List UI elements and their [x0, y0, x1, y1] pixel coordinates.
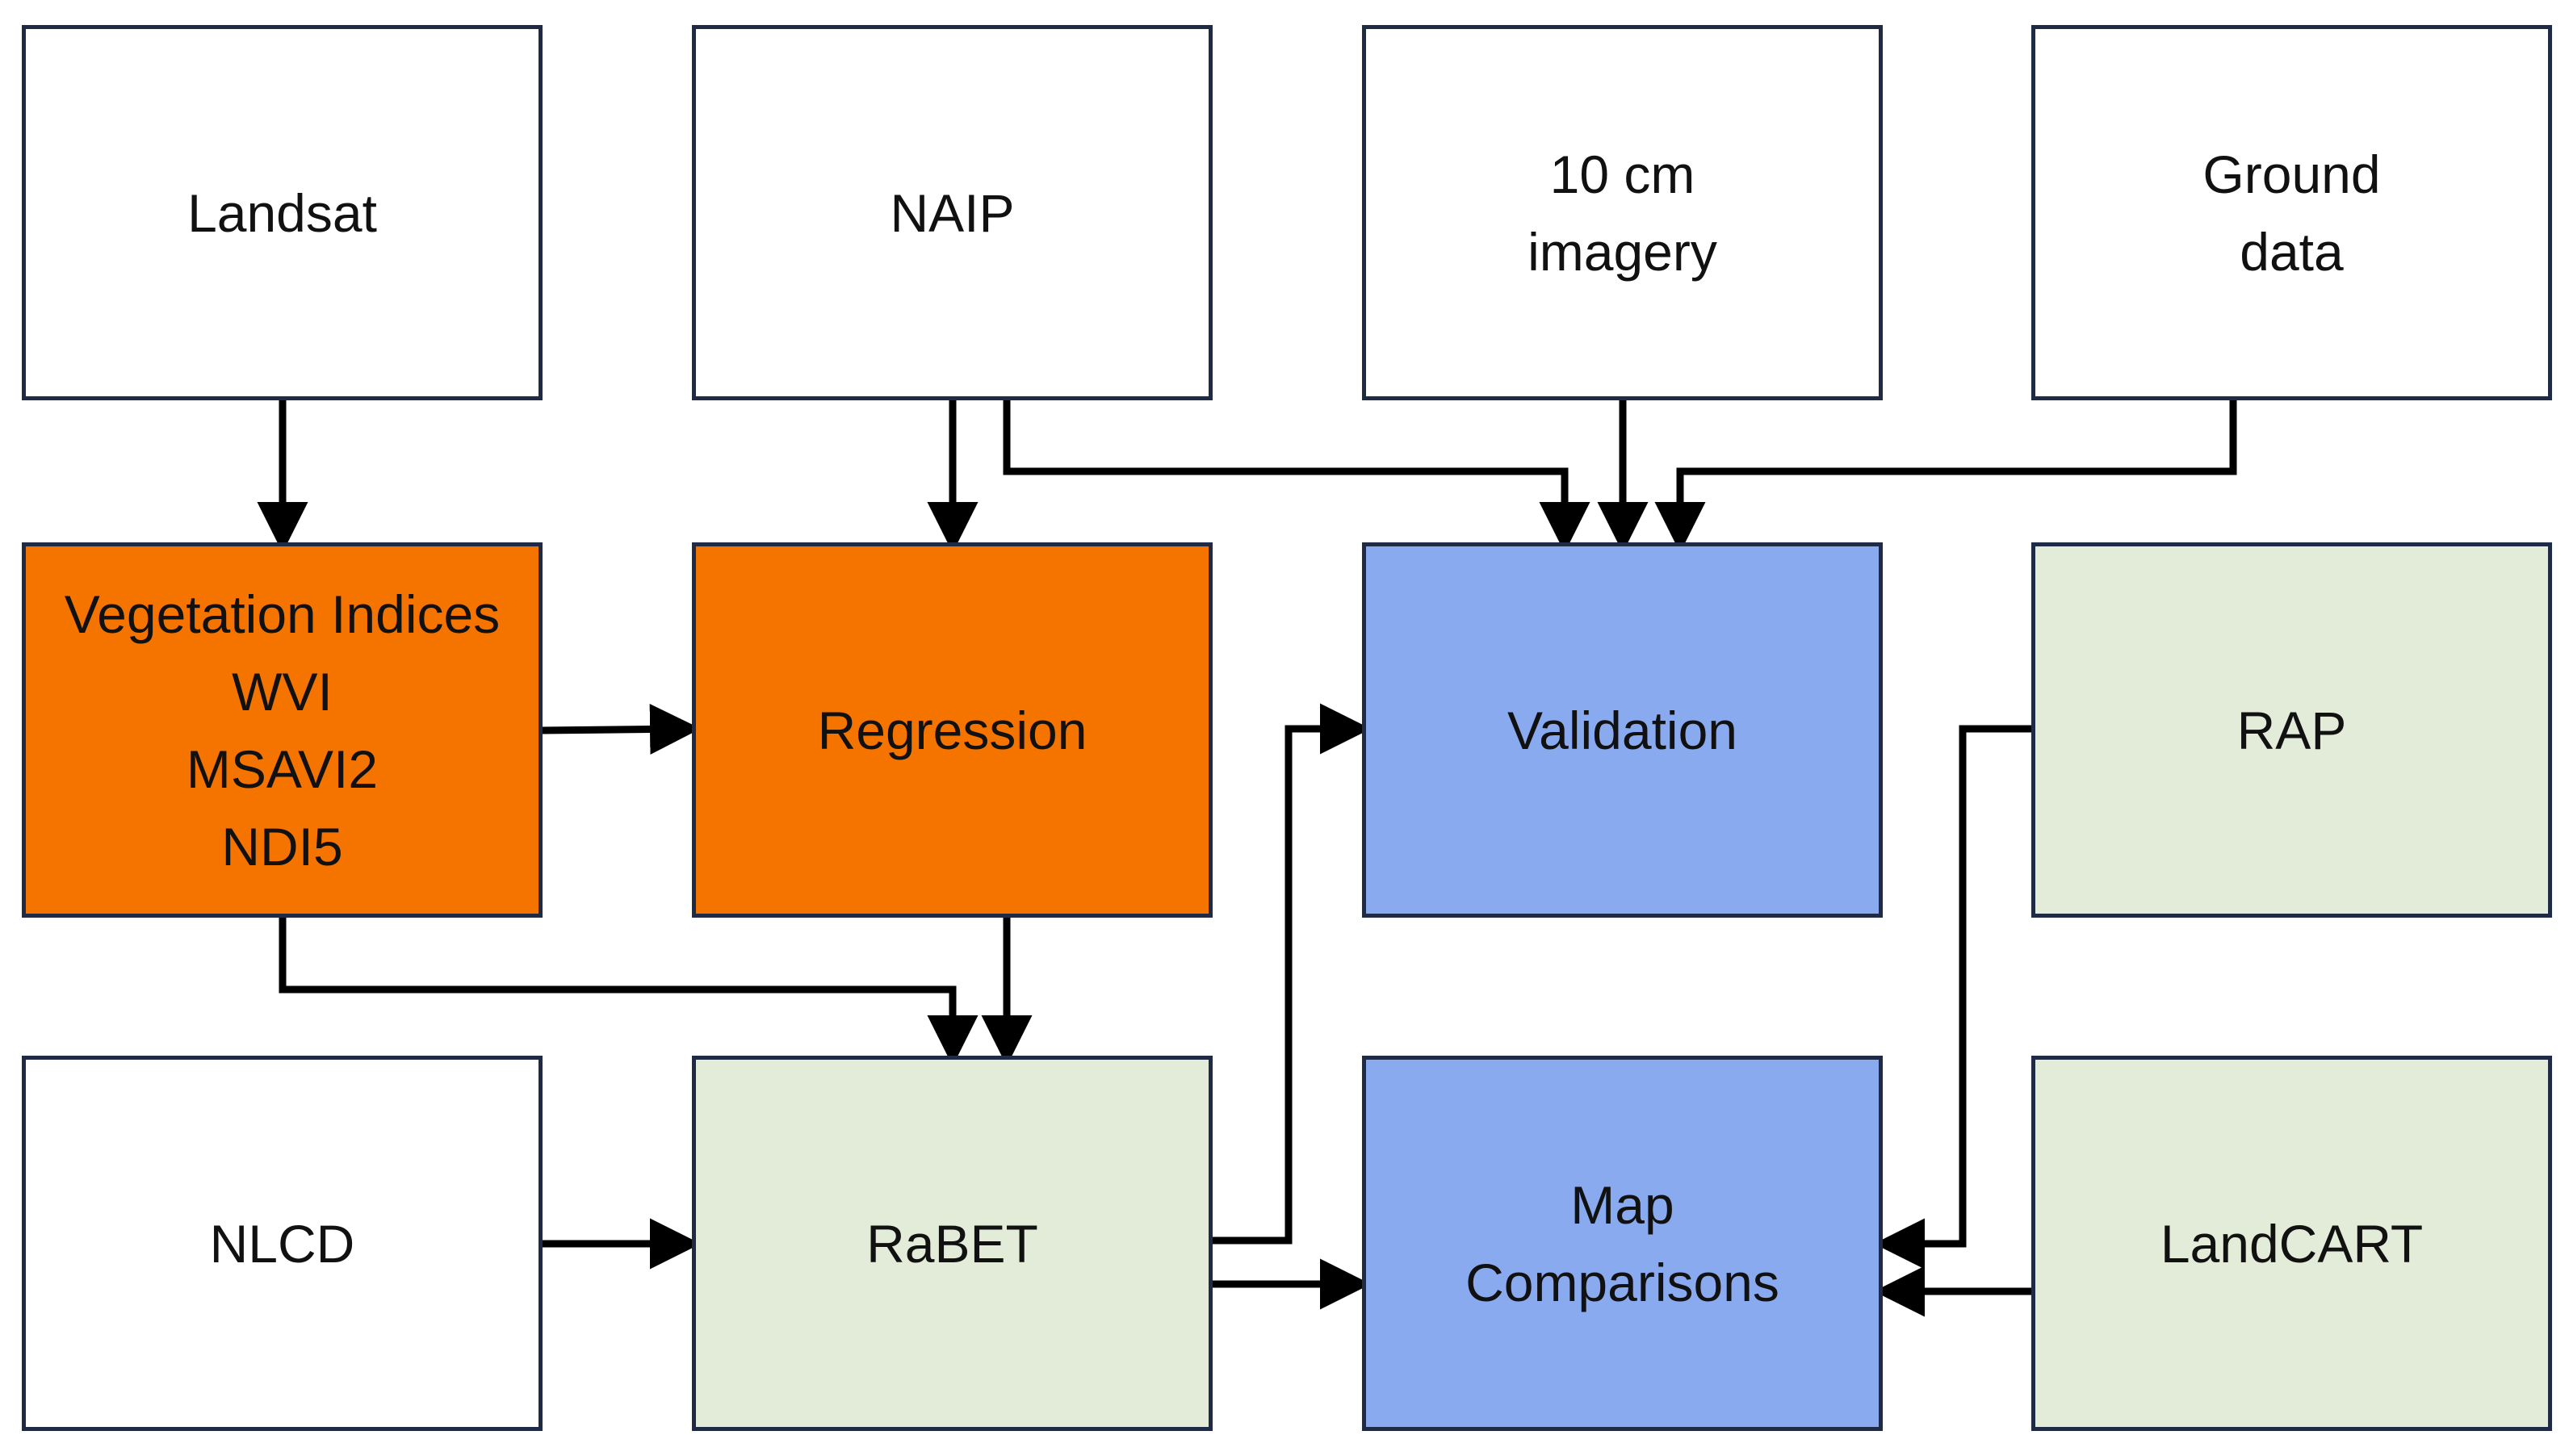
- arrow-rabet-to-validation: [1213, 703, 1371, 1245]
- node-ground-data: Ground data: [2031, 25, 2552, 400]
- node-rabet: RaBET: [692, 1056, 1213, 1431]
- node-label-line: NLCD: [209, 1213, 355, 1274]
- node-label-line: Comparisons: [1465, 1252, 1779, 1312]
- node-label-line: LandCART: [2160, 1213, 2424, 1274]
- node-label-line: Ground: [2202, 144, 2381, 204]
- node-label-line: Vegetation Indices: [64, 584, 501, 644]
- node-10cm-imagery: 10 cm imagery: [1362, 25, 1883, 400]
- node-landcart: LandCART: [2031, 1056, 2552, 1431]
- arrow-vi-to-regression: [542, 704, 701, 755]
- node-label-line: Map: [1570, 1174, 1674, 1235]
- node-label-line: NAIP: [890, 182, 1015, 243]
- node-regression: Regression: [692, 542, 1213, 918]
- node-nlcd: NLCD: [22, 1056, 543, 1431]
- node-label-line: 10 cm: [1549, 144, 1695, 204]
- node-naip: NAIP: [692, 25, 1213, 400]
- node-label-line: MSAVI2: [186, 738, 379, 799]
- node-label-line: RAP: [2236, 700, 2347, 760]
- node-rap: RAP: [2031, 542, 2552, 918]
- arrow-vi-to-rabet: [279, 918, 979, 1066]
- node-label-line: Validation: [1507, 700, 1737, 760]
- node-validation: Validation: [1362, 542, 1883, 918]
- arrow-ground-to-validation: [1654, 400, 2237, 553]
- node-label-line: WVI: [232, 661, 333, 722]
- node-label-line: NDI5: [221, 816, 343, 877]
- node-label-line: data: [2240, 221, 2344, 282]
- node-label-line: Landsat: [187, 182, 377, 243]
- arrow-rap-to-mapcomp: [1874, 725, 2031, 1270]
- arrow-naip-to-validation: [1003, 400, 1590, 553]
- node-label-line: RaBET: [866, 1213, 1038, 1274]
- node-label-line: Regression: [817, 700, 1088, 760]
- node-label-line: imagery: [1528, 221, 1717, 282]
- node-landsat: Landsat: [22, 25, 543, 400]
